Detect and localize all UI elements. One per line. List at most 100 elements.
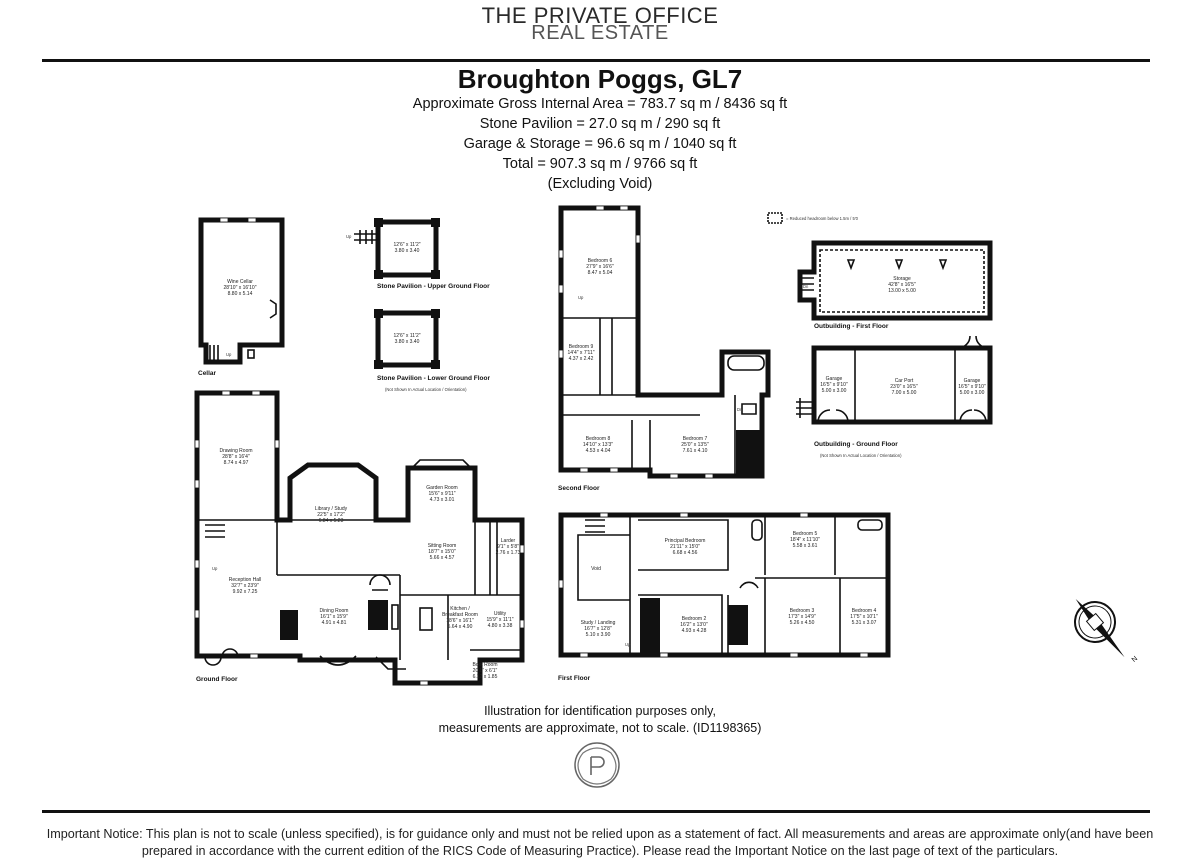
ground-floor-label: Ground Floor: [196, 676, 238, 683]
outbuilding-ground-label: Outbuilding - Ground Floor: [814, 441, 898, 448]
carport-imperial: 23'0" x 16'5": [890, 384, 918, 390]
area-line-4: Total = 907.3 sq m / 9766 sq ft: [502, 156, 698, 172]
carport-name: Car Port: [895, 378, 914, 384]
second-floor-label: Second Floor: [558, 485, 600, 492]
bedroom8-metric: 4.53 x 4.04: [586, 448, 611, 454]
reception-hall-name: Reception Hall: [229, 577, 262, 583]
larder-imperial: 9'1" x 5'8": [497, 544, 519, 550]
stone-pavilion-plans: Up 12'6" x 11'2" 3.80 x 3.40 Stone Pavil…: [346, 218, 491, 392]
boot-room-imperial: 20'1" x 6'1": [473, 668, 498, 674]
important-notice: Important Notice: This plan is not to sc…: [46, 827, 1154, 858]
outbuilding-first-label: Outbuilding - First Floor: [814, 323, 889, 330]
dining-room-imperial: 16'1" x 15'9": [320, 614, 348, 620]
principal-name: Principal Bedroom: [665, 538, 706, 544]
bottom-rule: [42, 810, 1150, 813]
library-metric: 6.84 x 5.23: [319, 518, 344, 524]
bedroom7-metric: 7.61 x 4.10: [683, 448, 708, 454]
area-line-5: (Excluding Void): [547, 176, 653, 192]
kitchen-name-1: Kitchen /: [450, 606, 470, 612]
compass-n-mark: N: [1131, 655, 1139, 664]
garage1-metric: 5.00 x 3.00: [822, 388, 847, 394]
garage2-name: Garage: [964, 378, 981, 384]
drawing-room-name: Drawing Room: [219, 448, 252, 454]
reception-hall-metric: 9.92 x 7.25: [233, 589, 258, 595]
bedroom5-imperial: 18'4" x 11'10": [790, 537, 820, 543]
boot-room-metric: 6.12 x 1.85: [473, 674, 498, 680]
bedroom4-name: Bedroom 4: [852, 608, 877, 614]
pavilion-upper-metric: 3.80 x 3.40: [395, 248, 420, 254]
garage1-name: Garage: [826, 376, 843, 382]
garage2-metric: 5.00 x 3.00: [960, 390, 985, 396]
second-floor-plan: Up Dn Bedroom 6 27'9" x 16'6" 8.47 x 5.0…: [558, 205, 771, 492]
brand-line-1: THE PRIVATE OFFICE: [481, 3, 719, 28]
bedroom7-imperial: 25'0" x 13'5": [681, 442, 709, 448]
reception-hall-imperial: 32'7" x 23'9": [231, 583, 259, 589]
bedroom2-name: Bedroom 2: [682, 616, 707, 622]
sitting-room-metric: 5.66 x 4.57: [430, 555, 455, 561]
pavilion-upper-label: Stone Pavilion - Upper Ground Floor: [377, 283, 490, 290]
bedroom6-metric: 8.47 x 5.04: [588, 270, 613, 276]
area-line-1: Approximate Gross Internal Area = 783.7 …: [412, 96, 788, 112]
principal-metric: 6.68 x 4.56: [673, 550, 698, 556]
cellar-up-mark: Up: [226, 352, 232, 357]
caption-line-1: Illustration for identification purposes…: [484, 704, 716, 718]
outbuilding-first-floor-plan: Dn Storage 42'8" x 16'5" 13.00 x 5.00 Ou…: [797, 240, 993, 330]
bedroom9-metric: 4.37 x 2.42: [569, 356, 594, 362]
storage-name: Storage: [893, 276, 911, 282]
bedroom4-metric: 5.31 x 3.07: [852, 620, 877, 626]
study-landing-imperial: 16'7" x 12'8": [584, 626, 612, 632]
first-floor-plan: Up Void Principal Bedroom 21'11" x 15'0"…: [558, 512, 891, 682]
page-title: Broughton Poggs, GL7: [457, 64, 743, 94]
bedroom7-name: Bedroom 7: [683, 436, 708, 442]
void-label: Void: [591, 566, 601, 572]
disclaimer-caption: Illustration for identification purposes…: [0, 703, 1200, 737]
garden-room-metric: 4.73 x 3.01: [430, 497, 455, 503]
pavilion-lower-label: Stone Pavilion - Lower Ground Floor: [377, 375, 491, 382]
pavilion-up-mark: Up: [346, 234, 352, 239]
dining-room-name: Dining Room: [320, 608, 349, 614]
bedroom9-name: Bedroom 9: [569, 344, 594, 350]
outbuilding-dn-mark: Dn: [803, 284, 809, 289]
pavilion-note: (Not Shown In Actual Location / Orientat…: [385, 387, 467, 392]
top-rule: [42, 59, 1150, 62]
sitting-room-imperial: 18'7" x 15'0": [428, 549, 456, 555]
study-landing-name: Study / Landing: [581, 620, 616, 626]
bedroom3-imperial: 17'3" x 14'9": [788, 614, 816, 620]
area-line-2: Stone Pavilion = 27.0 sq m / 290 sq ft: [479, 116, 721, 132]
bedroom4-imperial: 17'5" x 10'1": [850, 614, 878, 620]
principal-imperial: 21'11" x 15'0": [670, 544, 700, 550]
storage-metric: 13.00 x 5.00: [888, 288, 916, 294]
pavilion-upper-imperial: 12'6" x 11'2": [393, 242, 420, 248]
carport-metric: 7.00 x 5.00: [892, 390, 917, 396]
outbuilding-note: (Not Shown In Actual Location / Orientat…: [820, 453, 902, 458]
bedroom6-name: Bedroom 6: [588, 258, 613, 264]
wine-cellar-name: Wine Cellar: [227, 279, 253, 285]
bedroom5-metric: 5.58 x 3.61: [793, 543, 818, 549]
first-up-mark: Up: [625, 642, 631, 647]
sitting-room-name: Sitting Room: [428, 543, 457, 549]
compass-icon: N: [1074, 599, 1139, 664]
utility-metric: 4.80 x 3.38: [488, 623, 513, 629]
ground-floor-plan: Up Drawing Room 28'8" x 16'4" 8.74 x 4.9…: [194, 390, 525, 686]
area-line-3: Garage & Storage = 96.6 sq m / 1040 sq f…: [463, 136, 737, 152]
second-up-mark: Up: [578, 295, 584, 300]
header-block: Broughton Poggs, GL7 Approximate Gross I…: [0, 64, 1200, 194]
library-imperial: 22'5" x 17'2": [317, 512, 345, 518]
dining-room-metric: 4.91 x 4.81: [322, 620, 347, 626]
pavilion-lower-imperial: 12'6" x 11'2": [393, 333, 420, 339]
caption-line-2: measurements are approximate, not to sca…: [438, 721, 762, 735]
utility-imperial: 15'9" x 11'1": [486, 617, 513, 623]
bedroom8-name: Bedroom 8: [586, 436, 611, 442]
bedroom2-imperial: 16'2" x 13'0": [680, 622, 708, 628]
legend-note: = Reduced headroom below 1.5m / 5'0: [786, 216, 859, 221]
brand-line-2: REAL ESTATE: [531, 22, 669, 44]
boot-room-name: Boot Room: [472, 662, 497, 668]
kitchen-imperial: 18'6" x 16'1": [446, 618, 474, 624]
cellar-label: Cellar: [198, 370, 217, 377]
bedroom2-metric: 4.93 x 4.28: [682, 628, 707, 634]
kitchen-name-2: Breakfast Room: [442, 612, 478, 618]
drawing-room-imperial: 28'8" x 16'4": [222, 454, 250, 460]
legend-reduced-headroom: = Reduced headroom below 1.5m / 5'0: [767, 212, 859, 224]
larder-metric: 2.76 x 1.73: [496, 550, 521, 556]
